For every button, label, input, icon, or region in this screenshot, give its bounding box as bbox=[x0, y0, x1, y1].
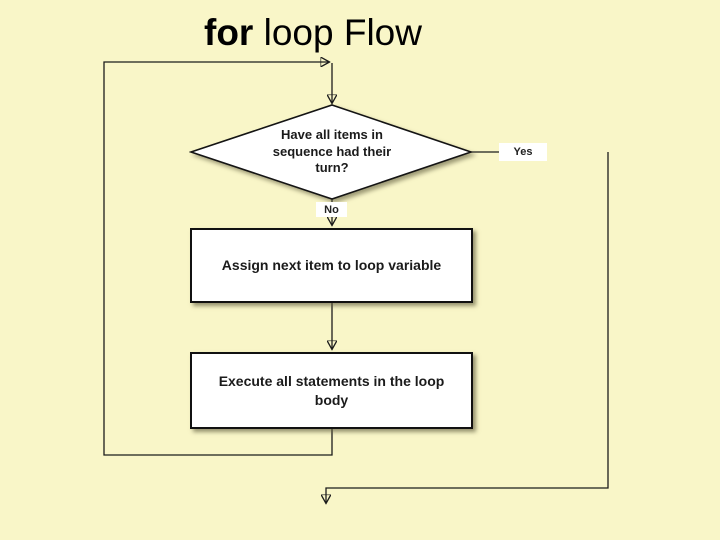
process-assign-text: Assign next item to loop variable bbox=[221, 257, 442, 274]
process-box-execute: Execute all statements in the loop body bbox=[190, 352, 473, 429]
title-keyword: for bbox=[204, 12, 254, 53]
decision-label-text: Have all items in sequence had their tur… bbox=[272, 126, 392, 176]
exit-connector bbox=[326, 152, 609, 503]
no-branch-label: No bbox=[316, 202, 347, 217]
process-box-assign: Assign next item to loop variable bbox=[190, 228, 473, 303]
loopback-connector bbox=[103, 62, 333, 456]
process-execute-text: Execute all statements in the loop body bbox=[218, 373, 445, 408]
decision-label: Have all items in sequence had their tur… bbox=[246, 118, 418, 186]
decision-diamond bbox=[189, 104, 474, 200]
decision-diamond-shape bbox=[189, 104, 474, 200]
yes-branch-label: Yes bbox=[499, 143, 547, 161]
page-title: for loop Flow bbox=[204, 10, 422, 56]
title-rest: loop Flow bbox=[253, 12, 422, 53]
